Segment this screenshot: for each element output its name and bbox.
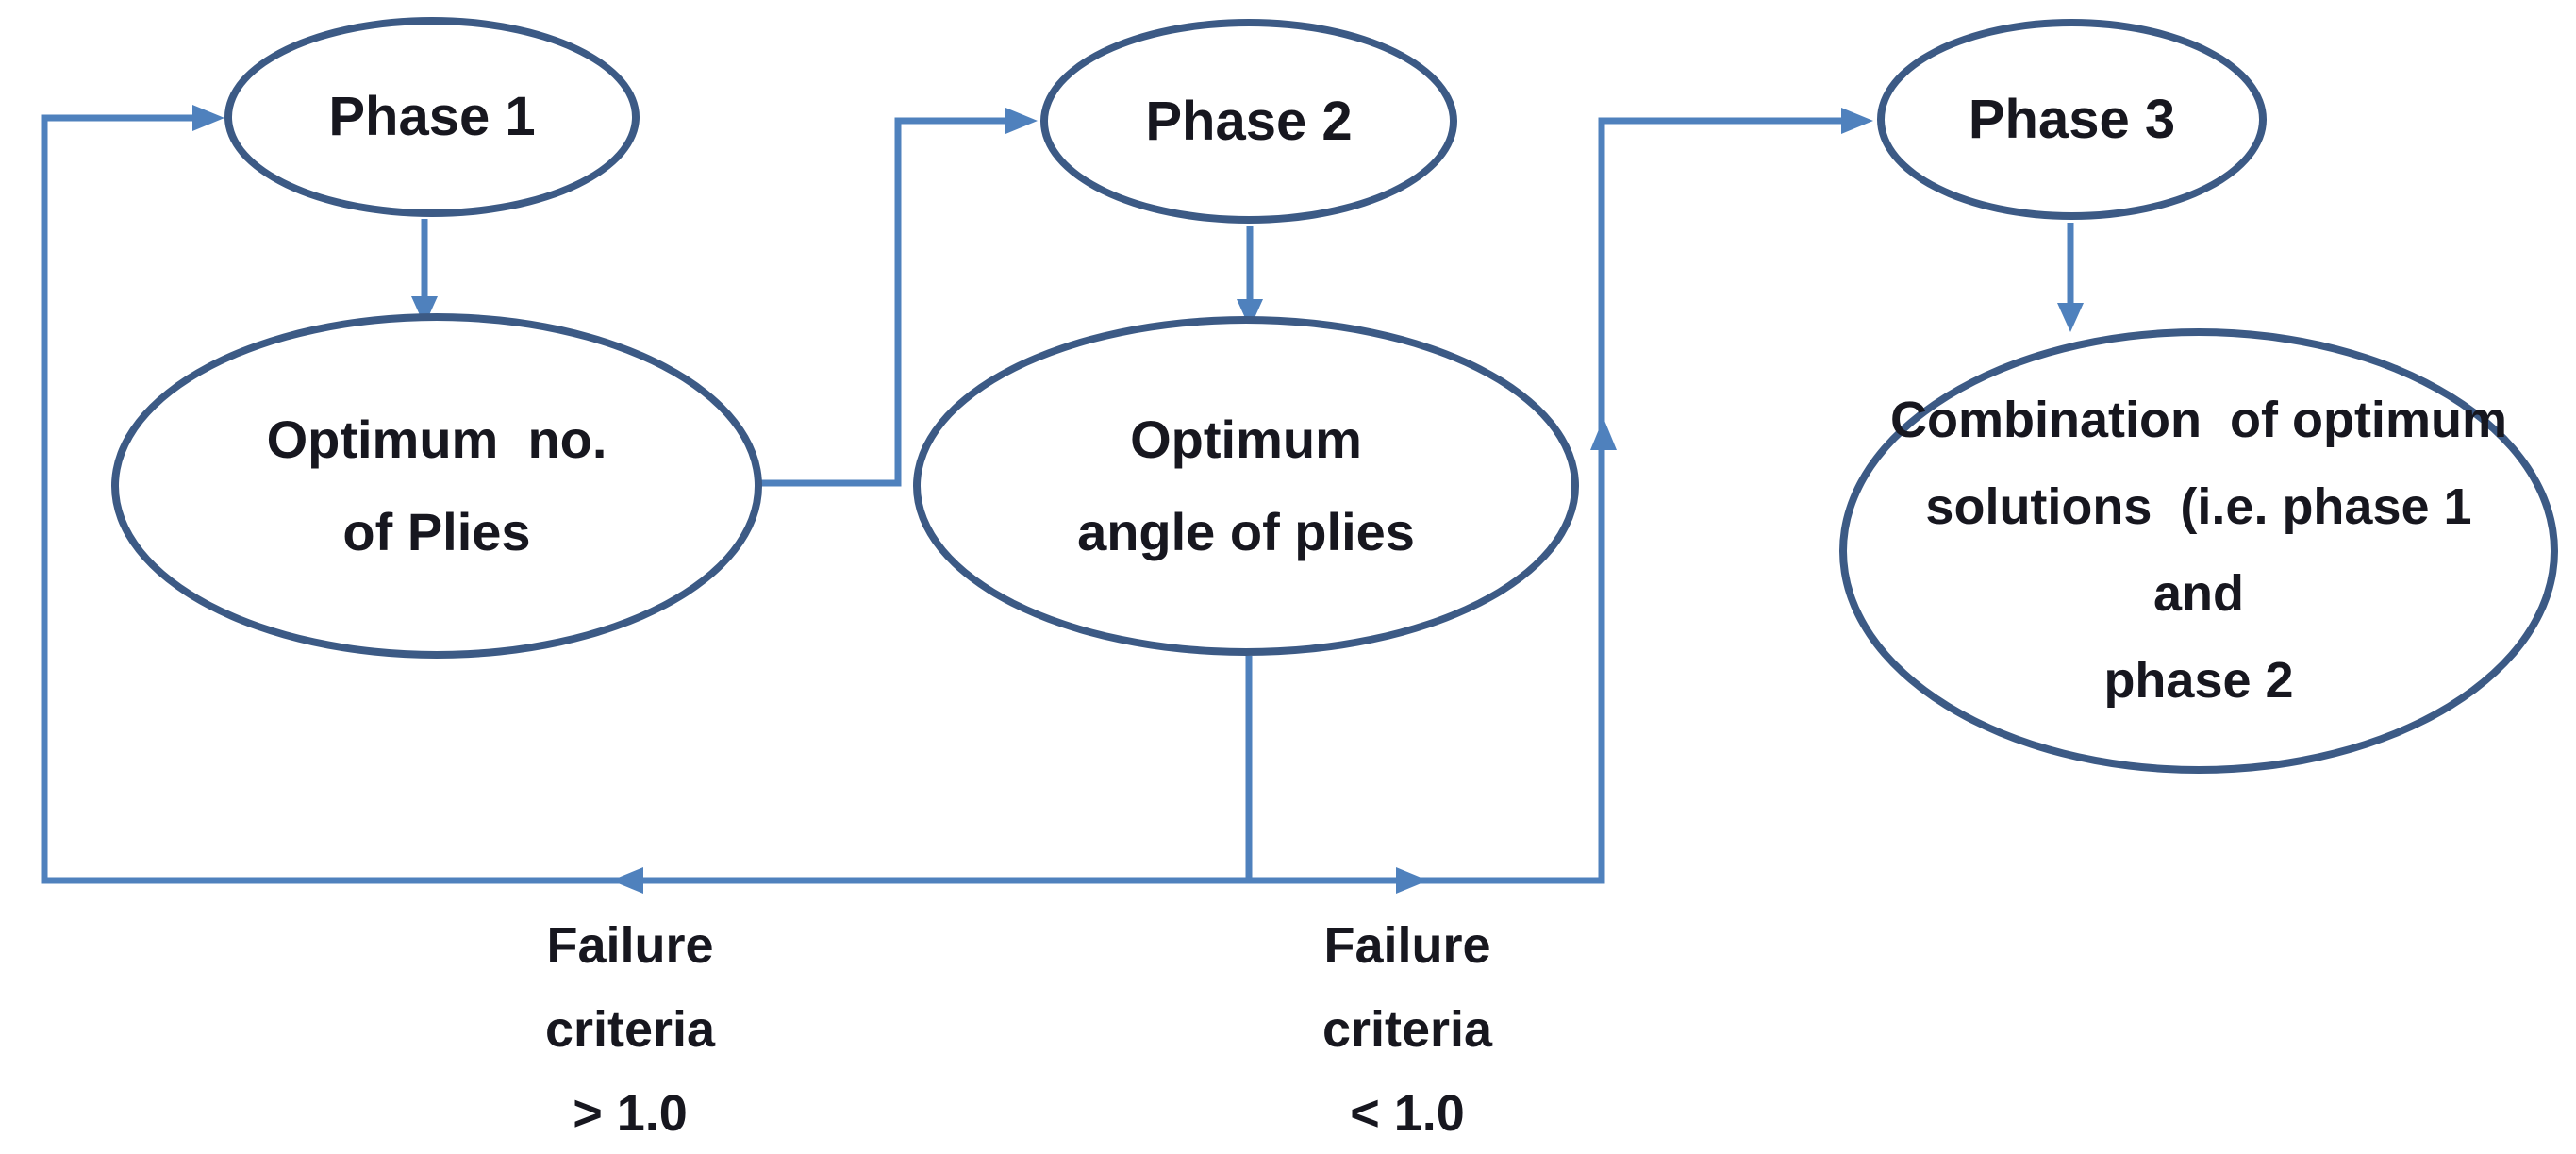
node-combination-label: Combination of optimum solutions (i.e. p… — [1890, 392, 2507, 709]
node-optimum-angle-of-plies-label: Optimum angle of plies — [1077, 410, 1415, 561]
node-phase-1-label: Phase 1 — [328, 86, 536, 148]
arrowhead-down-combination — [2057, 303, 2084, 332]
node-optimum-no-of-plies: Optimum no. of Plies — [111, 313, 762, 659]
node-combination-of-optimum-solutions: Combination of optimum solutions (i.e. p… — [1839, 328, 2558, 774]
arrowhead-right-failure-lt — [1396, 867, 1428, 894]
arrowhead-into-phase3 — [1841, 108, 1873, 134]
arrowhead-down-angle — [1237, 299, 1263, 328]
arrowhead-into-phase2 — [1005, 108, 1038, 134]
node-phase-3: Phase 3 — [1877, 19, 2267, 220]
node-phase-2-label: Phase 2 — [1145, 90, 1353, 152]
edge-label-failure-criteria-gt-1: Failure criteria > 1.0 — [544, 917, 716, 1143]
node-phase-1: Phase 1 — [224, 17, 640, 217]
edge-plies-to-phase2 — [761, 117, 1007, 487]
edge-label-failure-criteria-lt-1: Failure criteria < 1.0 — [1321, 917, 1493, 1143]
edge-loop-back-to-phase1 — [41, 114, 1249, 884]
node-phase-2: Phase 2 — [1040, 19, 1457, 224]
node-optimum-no-of-plies-label: Optimum no. of Plies — [266, 410, 607, 561]
arrowhead-down-plies — [411, 296, 438, 326]
arrowhead-into-phase1 — [192, 105, 224, 131]
node-optimum-angle-of-plies: Optimum angle of plies — [913, 316, 1579, 656]
node-phase-3-label: Phase 3 — [1968, 88, 2176, 150]
arrowhead-up-to-phase3 — [1590, 418, 1617, 450]
arrowhead-left-failure-gt — [611, 867, 643, 894]
